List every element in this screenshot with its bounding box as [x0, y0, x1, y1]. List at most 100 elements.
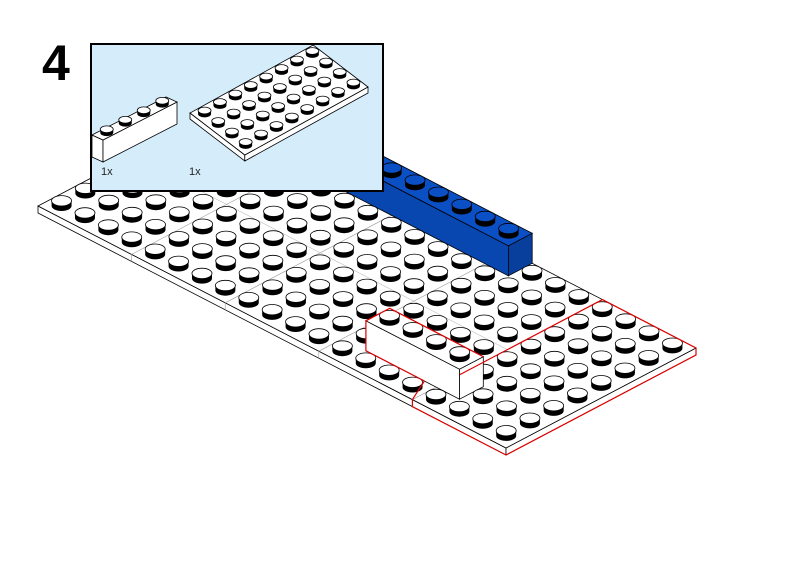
- callout-brick-stud: [155, 96, 170, 105]
- white-brick-stud: [402, 322, 424, 334]
- baseplate-stud: [121, 231, 143, 243]
- baseplate-stud: [662, 337, 683, 349]
- baseplate-stud: [215, 255, 237, 267]
- baseplate-stud: [310, 205, 332, 217]
- baseplate-stud: [496, 375, 518, 388]
- baseplate-stud: [590, 375, 612, 387]
- baseplate-stud: [286, 242, 308, 254]
- callout-plate-stud: [259, 72, 274, 81]
- baseplate-stud: [450, 277, 472, 290]
- baseplate-stud: [427, 241, 449, 253]
- blue-brick-stud: [451, 198, 473, 210]
- baseplate-stud: [334, 192, 355, 204]
- baseplate-stud: [192, 218, 214, 230]
- baseplate-stud: [543, 400, 565, 412]
- baseplate-stud: [495, 425, 517, 437]
- baseplate-stud: [519, 412, 541, 424]
- baseplate-stud: [497, 302, 519, 314]
- callout-plate-stud: [332, 68, 347, 76]
- baseplate-stud: [191, 243, 213, 255]
- callout-plate-stud: [315, 95, 330, 104]
- baseplate-stud: [145, 194, 167, 206]
- baseplate-stud: [380, 217, 402, 229]
- blue-brick-stud: [428, 186, 449, 198]
- callout-plate-stud: [211, 117, 226, 125]
- baseplate-stud: [638, 350, 660, 362]
- part-qty-brick: 1x: [101, 166, 113, 178]
- new-parts-highlight: [411, 298, 697, 456]
- baseplate-stud: [309, 279, 331, 291]
- baseplate-stud: [286, 193, 308, 205]
- callout-plate-stud: [305, 47, 320, 55]
- baseplate-stud: [451, 253, 472, 265]
- baseplate-stud: [261, 304, 283, 316]
- plate-seam: [318, 250, 509, 359]
- baseplate-stud: [333, 242, 355, 254]
- baseplate-stud: [638, 325, 660, 337]
- baseplate-stud: [308, 303, 330, 315]
- baseplate-stud: [333, 217, 355, 229]
- callout-plate-top-face: [189, 45, 369, 156]
- baseplate-stud: [568, 289, 590, 301]
- baseplate-stud: [356, 278, 378, 290]
- baseplate-stud: [521, 264, 543, 277]
- callout-plate-stud: [243, 81, 258, 89]
- callout-brick-1x4: [92, 96, 178, 163]
- blue-brick-stud: [474, 210, 496, 222]
- callout-plate-stud: [302, 85, 316, 93]
- baseplate-stud: [356, 254, 378, 266]
- callout-plate-stud: [331, 87, 345, 95]
- baseplate-stud: [544, 301, 566, 313]
- baseplate-stud: [98, 194, 120, 206]
- baseplate-stud: [216, 206, 237, 218]
- baseplate-stud: [520, 363, 542, 375]
- baseplate-stud: [238, 267, 260, 279]
- baseplate-stud: [591, 350, 612, 362]
- blue-brick-stud: [381, 162, 403, 174]
- white-brick: [365, 307, 485, 400]
- baseplate-stud: [262, 254, 284, 267]
- parts-illustration: [92, 45, 369, 163]
- baseplate-stud: [145, 219, 166, 231]
- white-brick-stud: [425, 334, 447, 346]
- callout-plate-stud: [226, 108, 241, 117]
- baseplate-stud: [473, 339, 495, 351]
- baseplate-stud: [285, 316, 306, 328]
- baseplate-stud: [614, 337, 636, 350]
- baseplate-stud: [286, 217, 308, 229]
- callout-plate-stud: [255, 110, 270, 119]
- callout-plate-stud: [228, 89, 243, 98]
- baseplate-stud: [97, 219, 119, 231]
- baseplate-stud: [520, 314, 542, 326]
- callout-plate-stud: [238, 138, 253, 146]
- baseplate-stud: [51, 195, 72, 207]
- callout-plate-stud: [300, 104, 315, 112]
- callout-plate-stud: [290, 55, 304, 64]
- white-brick-stud: [379, 309, 400, 322]
- baseplate-stud: [144, 243, 166, 255]
- callout-plate-stud: [240, 119, 255, 127]
- callout-plate-stud: [197, 106, 212, 115]
- baseplate-stud: [615, 313, 637, 325]
- callout-plate-stud: [319, 57, 333, 66]
- baseplate-stud: [403, 302, 425, 315]
- baseplate-stud: [74, 207, 96, 219]
- baseplate-stud: [238, 291, 260, 304]
- plate-seam: [224, 202, 416, 310]
- baseplate-stud: [379, 290, 401, 302]
- baseplate-stud: [496, 400, 517, 412]
- callout-plate-stud: [274, 64, 289, 72]
- baseplate-stud: [332, 291, 354, 303]
- baseplate-stud: [192, 194, 214, 206]
- baseplate-stud: [357, 229, 378, 241]
- callout-plate-stud: [317, 76, 332, 85]
- baseplate-stud: [168, 231, 190, 243]
- baseplate-stud: [567, 338, 589, 350]
- baseplate-stud: [614, 362, 636, 374]
- callout-plate-stud: [288, 74, 303, 83]
- callout-plate-stud: [346, 78, 361, 87]
- callout-brick-stud: [136, 106, 151, 115]
- baseplate-stud: [331, 340, 353, 352]
- callout-plate-stud: [272, 83, 287, 91]
- baseplate-stud: [450, 327, 471, 339]
